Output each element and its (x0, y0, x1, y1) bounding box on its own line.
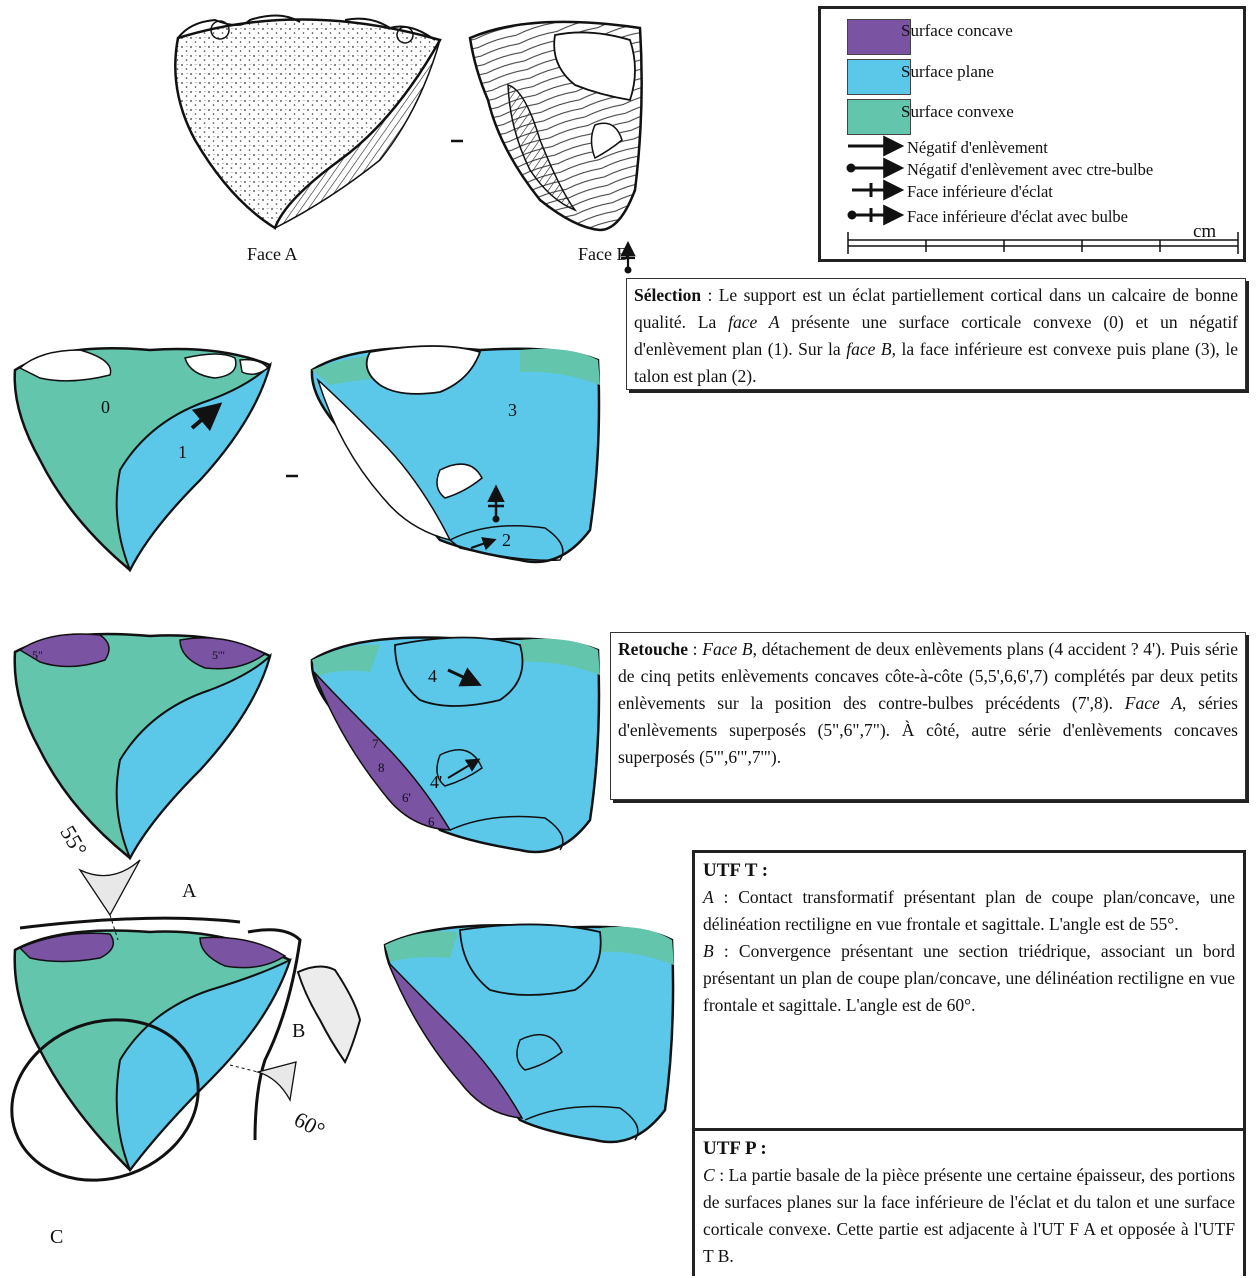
utf-t-b-key: B (703, 941, 714, 961)
retouche-face-a (13, 632, 272, 861)
legend-swatch-convex (847, 99, 911, 135)
legend-label-plane: Surface plane (901, 62, 994, 81)
legend-swatch-concave (847, 19, 911, 55)
label-5pp: 5" (32, 648, 43, 662)
utf-p-box: UTF P : C : La partie basale de la pièce… (692, 1128, 1246, 1276)
legend-label-negatif: Négatif d'enlèvement (907, 138, 1048, 157)
utf-face-b (383, 923, 675, 1144)
label-c: C (50, 1226, 64, 1248)
label-5ppp: 5'" (212, 648, 226, 662)
legend-scale-unit: cm (1193, 221, 1217, 242)
retouche-text-2: , séries d'enlèvements superposés (5",6"… (618, 693, 1238, 767)
legend-label-convex: Surface convexe (901, 102, 1014, 121)
face-b-drawing (468, 20, 643, 232)
label-4: 4 (428, 666, 437, 686)
utf-t-a-text: : Contact transformatif présentant plan … (703, 887, 1235, 934)
legend-scale-bar (847, 232, 1239, 254)
legend-arrow-face-inf-icon (852, 179, 905, 201)
retouche-text: , détachement de deux enlèvements plans … (618, 639, 1238, 713)
retouche-face-a-term: Face A (1124, 693, 1182, 713)
retouche-title: Retouche (618, 639, 688, 659)
label-7: 7 (372, 736, 379, 751)
selection-text-3: , la face inférieure est convexe puis pl… (634, 339, 1238, 386)
legend-arrow-face-inf-bulbe-icon (847, 204, 905, 226)
utf-p-c-key: C (703, 1165, 715, 1185)
legend-label-face-inf-bulbe: Face inférieure d'éclat avec bulbe (907, 207, 1129, 226)
selection-face-a-term: face A (728, 312, 780, 332)
retouche-sep: : (687, 639, 703, 659)
retouche-face-b (310, 636, 601, 854)
selection-text: : Le support est un éclat partiellement … (634, 285, 1238, 332)
face-b-arrow-icon (620, 240, 636, 274)
label-1: 1 (178, 442, 187, 462)
legend-arrow-negatif-bulbe-icon (846, 157, 905, 179)
retouche-text-box: Retouche : Face B, détachement de deux e… (610, 632, 1246, 800)
utf-p-c-text: : La partie basale de la pièce présente … (703, 1165, 1235, 1266)
label-b: B (292, 1020, 306, 1042)
utf-t-a-key: A (703, 887, 714, 907)
selection-face-b (310, 345, 601, 564)
face-a-drawing (174, 14, 442, 230)
label-a: A (182, 880, 197, 902)
label-4p: 4' (430, 772, 443, 792)
label-2: 2 (502, 530, 511, 550)
utf-t-box: UTF T : A : Contact transformatif présen… (692, 850, 1246, 1138)
legend-label-negatif-bulbe: Négatif d'enlèvement avec ctre-bulbe (907, 160, 1154, 179)
retouche-face-b-term: Face B (702, 639, 753, 659)
selection-text-2: présente une surface corticale convexe (… (634, 312, 1239, 359)
legend-label-face-inf: Face inférieure d'éclat (907, 182, 1053, 201)
utf-t-title: UTF T : (703, 860, 769, 881)
utf-p-title: UTF P : (703, 1138, 767, 1159)
selection-text-box: Sélection : Le support est un éclat part… (626, 278, 1246, 390)
face-b-label: Face B (578, 244, 629, 264)
utf-t-b-text: : Convergence présentant une section tri… (703, 941, 1235, 1015)
selection-face-b-term: face B (846, 339, 892, 359)
selection-title: Sélection (634, 285, 702, 305)
label-8: 8 (378, 760, 385, 775)
legend-label-concave: Surface concave (901, 21, 1013, 40)
label-6p: 6' (402, 790, 411, 805)
legend-swatch-plane (847, 59, 911, 95)
legend: Surface concave Surface plane Surface co… (818, 6, 1246, 262)
selection-face-a (13, 347, 272, 573)
utf-face-a (10, 859, 362, 1182)
face-a-label: Face A (247, 244, 298, 264)
label-3: 3 (508, 400, 517, 420)
label-6: 6 (428, 814, 435, 829)
label-0: 0 (101, 397, 110, 417)
